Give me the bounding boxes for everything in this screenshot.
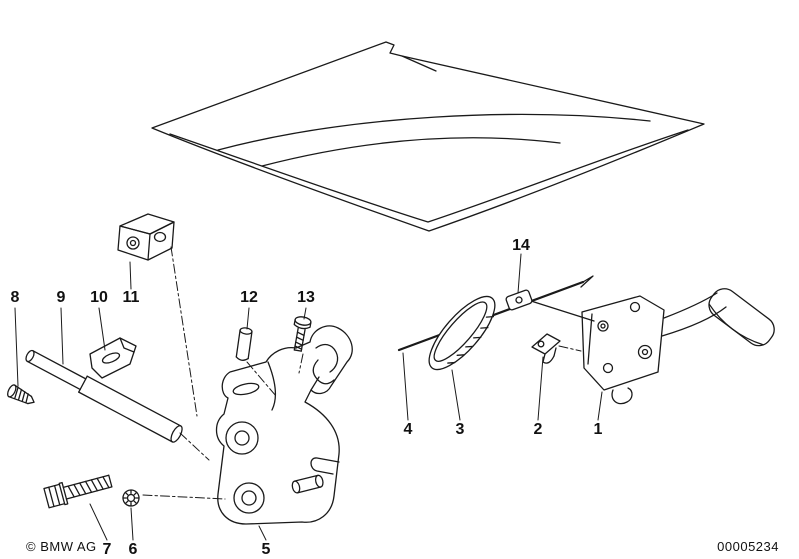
part-label-9: 9 bbox=[57, 289, 66, 306]
part-label-10: 10 bbox=[90, 289, 108, 306]
part-label-13: 13 bbox=[297, 289, 315, 306]
part-label-3: 3 bbox=[456, 421, 465, 438]
leader-line-5 bbox=[258, 525, 267, 541]
part-label-7: 7 bbox=[103, 541, 112, 558]
part-label-14: 14 bbox=[512, 237, 530, 254]
leader-line-10 bbox=[98, 307, 106, 351]
ref-line-9-to-5 bbox=[179, 432, 210, 461]
part-12-pin-drawing bbox=[235, 327, 253, 361]
diagram-number: 00005234 bbox=[717, 539, 779, 554]
leader-line-9 bbox=[60, 307, 64, 365]
leader-line-12 bbox=[246, 307, 250, 330]
part-5-hood-lock-drawing bbox=[215, 325, 353, 525]
leader-line-13 bbox=[303, 307, 307, 320]
part-label-12: 12 bbox=[240, 289, 258, 306]
part-1-release-lever-drawing bbox=[581, 288, 775, 405]
part-label-11: 11 bbox=[123, 289, 140, 306]
part-13-screw-drawing bbox=[293, 316, 312, 352]
leader-lines bbox=[14, 253, 603, 541]
part-11-bracket-drawing bbox=[117, 213, 175, 261]
leader-line-4 bbox=[402, 352, 409, 421]
copyright-text: © BMW AG bbox=[26, 539, 97, 554]
part-number-labels: 8 9 10 11 12 13 14 4 3 2 1 7 6 5 bbox=[11, 237, 603, 558]
part-9-rod-drawing bbox=[25, 349, 183, 443]
ref-line-6-to-5 bbox=[142, 494, 226, 500]
leader-line-6 bbox=[130, 507, 134, 541]
part-4-rod-drawing bbox=[397, 275, 595, 352]
part-8-screw-drawing bbox=[7, 384, 35, 405]
leader-line-14 bbox=[517, 253, 522, 294]
part-label-4: 4 bbox=[404, 421, 413, 438]
leader-line-3 bbox=[451, 369, 461, 421]
assembly-reference-lines bbox=[142, 246, 582, 500]
hood-panel-drawing bbox=[151, 41, 705, 232]
part-14-connector-drawing bbox=[505, 289, 533, 311]
part-7-bolt-drawing bbox=[43, 474, 113, 509]
part-label-6: 6 bbox=[129, 541, 138, 558]
ref-line-2-to-1 bbox=[558, 345, 582, 352]
leader-line-2 bbox=[537, 356, 544, 421]
part-label-1: 1 bbox=[594, 421, 603, 438]
part-label-2: 2 bbox=[534, 421, 543, 438]
ref-line-11-to-5 bbox=[170, 246, 198, 417]
part-6-nut-drawing bbox=[122, 489, 140, 507]
ref-line-13-to-5 bbox=[298, 353, 304, 374]
part-label-5: 5 bbox=[262, 541, 271, 558]
part-2-clip-drawing bbox=[531, 333, 561, 364]
part-label-8: 8 bbox=[11, 289, 20, 306]
ref-line-12-to-5 bbox=[246, 361, 277, 397]
leader-line-8 bbox=[14, 307, 19, 387]
leader-line-7 bbox=[89, 503, 108, 541]
leader-line-1 bbox=[597, 391, 603, 421]
leader-line-11 bbox=[129, 261, 132, 290]
part-3-grip-drawing bbox=[428, 295, 496, 371]
part-10-bracket-drawing bbox=[89, 337, 137, 379]
